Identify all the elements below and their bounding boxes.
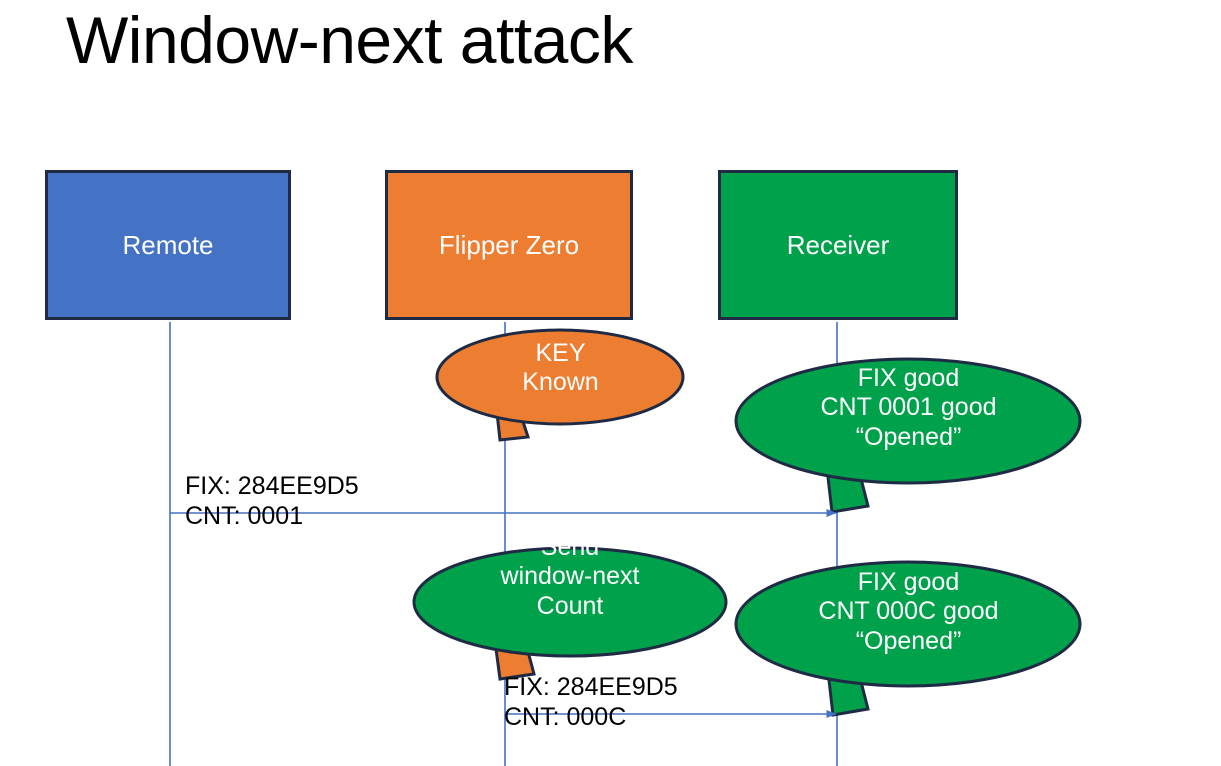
actor-box-receiver[interactable]: Receiver: [718, 170, 958, 320]
message-label-2: FIX: 284EE9D5 CNT: 000C: [504, 673, 678, 731]
actor-box-flipper-zero[interactable]: Flipper Zero: [385, 170, 633, 320]
callout-text-key-known: KEY Known: [522, 339, 599, 397]
callout-text-fix-good-1: FIX good CNT 0001 good “Opened”: [820, 364, 997, 451]
message-label-1: FIX: 284EE9D5 CNT: 0001: [185, 472, 359, 530]
actor-label-flipper-zero: Flipper Zero: [438, 229, 580, 260]
page-title: Window-next attack: [66, 3, 633, 77]
callout-text-fix-good-2: FIX good CNT 000C good “Opened”: [818, 568, 999, 655]
callout-text-send-window-next: Send window-next Count: [500, 533, 640, 620]
actor-box-remote[interactable]: Remote: [45, 170, 291, 320]
actor-label-receiver: Receiver: [786, 229, 890, 260]
actor-label-remote: Remote: [122, 229, 214, 260]
